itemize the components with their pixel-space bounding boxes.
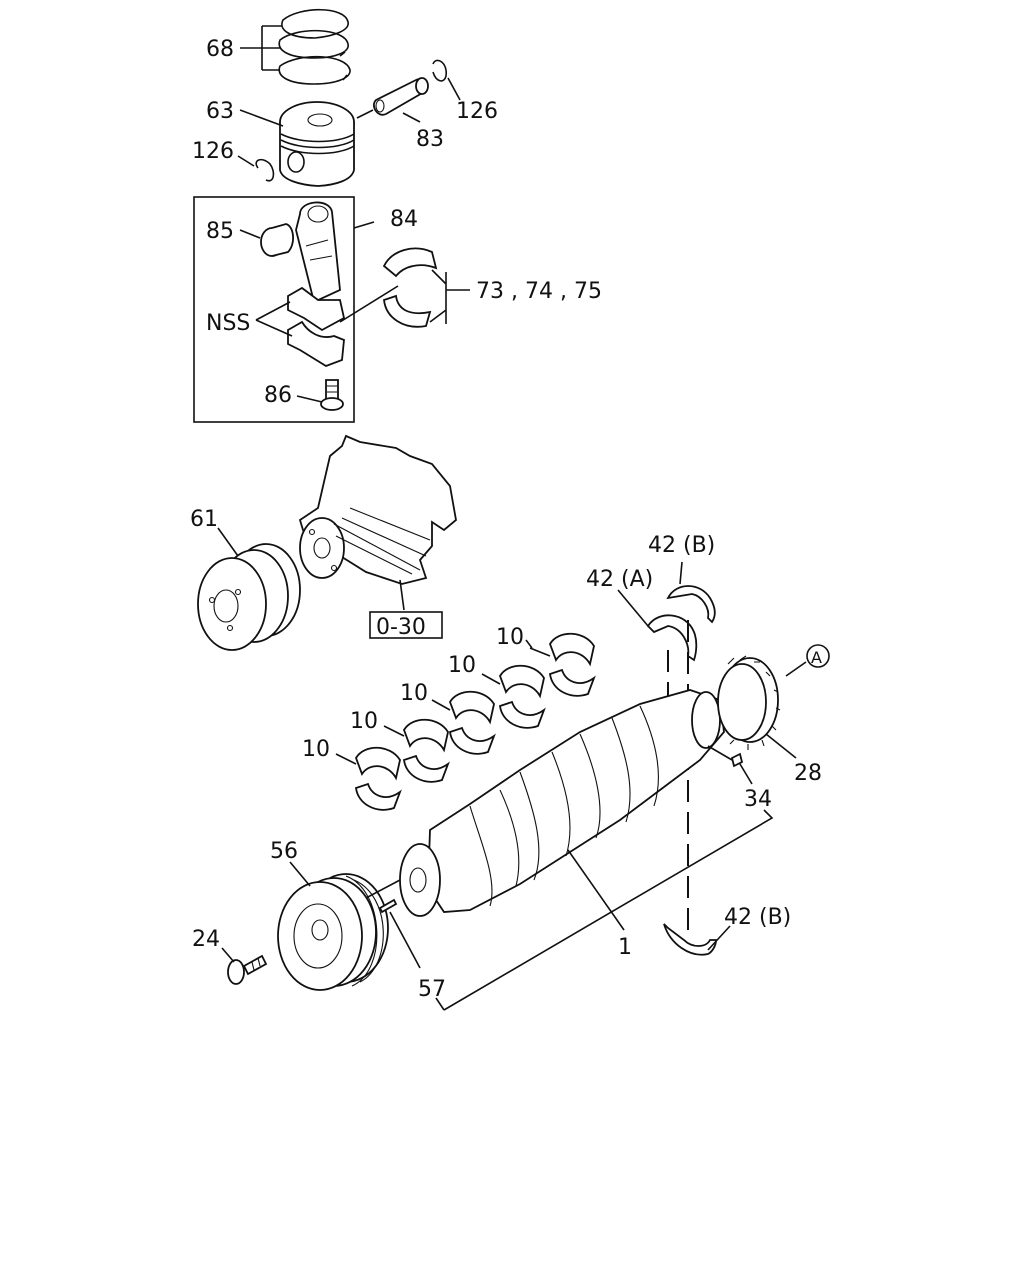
leader-42a bbox=[617, 589, 649, 627]
leader-10-5 bbox=[525, 639, 533, 649]
label-61: 61 bbox=[190, 507, 218, 532]
leader-57 bbox=[389, 911, 421, 969]
label-86: 86 bbox=[264, 383, 292, 408]
piston bbox=[279, 101, 355, 187]
leader-0-30 bbox=[399, 579, 405, 611]
leader-63 bbox=[239, 109, 284, 127]
label-63: 63 bbox=[206, 99, 234, 124]
leader-circle-a bbox=[785, 661, 807, 677]
circlip-left bbox=[255, 158, 275, 182]
leader-nss bbox=[255, 301, 293, 337]
connecting-rod bbox=[287, 201, 346, 367]
main-bearing-3 bbox=[431, 690, 496, 755]
circlip-top bbox=[432, 59, 447, 82]
main-bearing-2 bbox=[383, 718, 450, 783]
leader-68 bbox=[240, 25, 282, 71]
crankshaft-bracket bbox=[435, 809, 774, 1011]
label-83: 83 bbox=[416, 127, 444, 152]
main-bearing-4 bbox=[481, 664, 546, 729]
leader-73-74-75 bbox=[429, 269, 470, 324]
pulley-upper bbox=[197, 543, 301, 651]
rod-bearing-guide bbox=[339, 285, 399, 323]
bushing bbox=[260, 223, 294, 257]
piston-rings bbox=[278, 8, 351, 85]
label-10-5: 10 bbox=[496, 625, 524, 650]
label-34: 34 bbox=[744, 787, 772, 812]
leader-56 bbox=[289, 861, 311, 887]
label-42a: 42 (A) bbox=[586, 567, 653, 592]
leader-126-left bbox=[237, 155, 255, 167]
label-1: 1 bbox=[618, 935, 632, 960]
pin bbox=[378, 898, 398, 914]
pin-guide-line bbox=[356, 109, 374, 119]
label-56: 56 bbox=[270, 839, 298, 864]
label-68: 68 bbox=[206, 37, 234, 62]
front-housing bbox=[298, 434, 457, 585]
leader-83 bbox=[402, 112, 421, 123]
main-bearing-1 bbox=[335, 746, 402, 811]
label-10-3: 10 bbox=[400, 681, 428, 706]
label-circle-a: A bbox=[811, 648, 822, 667]
crankshaft bbox=[399, 689, 725, 917]
label-42b-top: 42 (B) bbox=[648, 533, 715, 558]
label-57: 57 bbox=[418, 977, 446, 1002]
leader-28 bbox=[765, 733, 797, 759]
leader-84 bbox=[353, 221, 375, 229]
label-126-top: 126 bbox=[456, 99, 498, 124]
pulley-guide-line bbox=[365, 879, 401, 899]
label-126-left: 126 bbox=[192, 139, 234, 164]
leader-42b-top bbox=[679, 561, 683, 585]
rod-bearing-lower bbox=[383, 294, 432, 328]
housing-ref-box bbox=[369, 611, 443, 639]
label-73-74-75: 73 , 74 , 75 bbox=[476, 279, 602, 304]
leader-34 bbox=[707, 745, 753, 785]
crank-gear bbox=[717, 655, 781, 750]
rod-bearing-upper bbox=[382, 247, 438, 278]
label-0-30: 0-30 bbox=[376, 615, 426, 640]
leader-61 bbox=[217, 527, 239, 557]
leader-42b-bottom bbox=[707, 925, 731, 951]
label-10-1: 10 bbox=[302, 737, 330, 762]
thrust-washer-b-bottom bbox=[663, 923, 717, 956]
label-10-4: 10 bbox=[448, 653, 476, 678]
thrust-washer-a bbox=[646, 614, 698, 662]
damper-pulley bbox=[277, 873, 389, 991]
main-bearing-5 bbox=[529, 632, 596, 697]
label-nss: NSS bbox=[206, 311, 250, 336]
dowel bbox=[730, 752, 744, 768]
rod-bolt bbox=[320, 379, 344, 411]
leader-85 bbox=[239, 229, 261, 239]
piston-pin bbox=[373, 77, 429, 116]
label-28: 28 bbox=[794, 761, 822, 786]
circle-ref-a bbox=[806, 644, 830, 668]
pulley-bolt bbox=[227, 954, 268, 985]
leader-126-top bbox=[447, 77, 461, 101]
label-10-2: 10 bbox=[350, 709, 378, 734]
thrust-washer-b-top bbox=[666, 585, 716, 624]
leader-24 bbox=[221, 947, 235, 963]
label-42b-bottom: 42 (B) bbox=[724, 905, 791, 930]
label-84: 84 bbox=[390, 207, 418, 232]
label-85: 85 bbox=[206, 219, 234, 244]
con-rod-box bbox=[193, 196, 355, 423]
leader-1 bbox=[567, 849, 625, 931]
label-24: 24 bbox=[192, 927, 220, 952]
leader-86 bbox=[296, 395, 323, 403]
